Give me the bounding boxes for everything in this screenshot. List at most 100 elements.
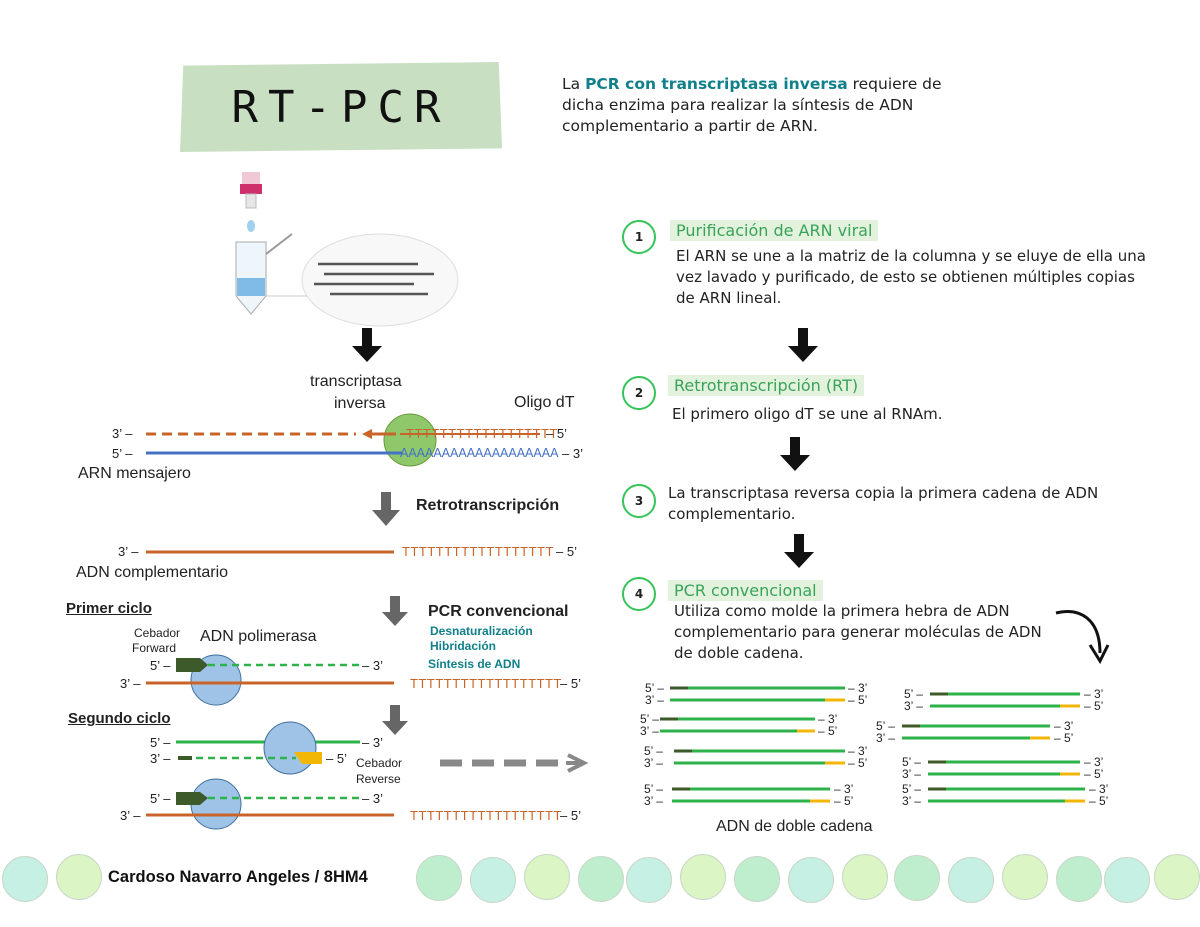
step-down-arrow-icon xyxy=(788,328,818,362)
step-2-number: 2 xyxy=(622,376,656,410)
dna2-e5: – 5’ xyxy=(818,724,838,738)
label-end3: – 3’ xyxy=(562,446,583,461)
intro-suffix: requiere de dicha enzima para realizar l… xyxy=(562,75,942,135)
dna3-e5: – 5’ xyxy=(848,756,868,770)
dna3-5p: 5’ – xyxy=(644,744,663,758)
cdna-poly-t-label: TTTTTTTTTTTTTTTTTT xyxy=(402,544,554,559)
dna8-3p: 3’ – xyxy=(902,794,921,808)
poly-a-label: AAAAAAAAAAAAAAAAAAA xyxy=(400,446,559,460)
dna6-e3: – 3’ xyxy=(1054,719,1074,733)
c2a-3prime-label: 3’ – xyxy=(150,751,171,766)
dna6-5p: 5’ – xyxy=(876,719,895,733)
c2b-3prime-label: 3’ – xyxy=(120,808,141,823)
adn-doble-cadena-label: ADN de doble cadena xyxy=(716,818,873,835)
label-3prime: 3’ – xyxy=(112,426,133,441)
retrotranscripcion-label: Retrotranscripción xyxy=(416,497,560,514)
dna8-5p: 5’ – xyxy=(902,782,921,796)
decor-dot xyxy=(524,854,570,900)
adn-polimerasa-label: ADN polimerasa xyxy=(200,628,317,645)
c1-5prime-label: 5’ – xyxy=(150,658,171,673)
decor-dot xyxy=(416,855,462,901)
dna4-e5: – 5’ xyxy=(834,794,854,808)
down-arrow-icon xyxy=(352,328,382,362)
intro-prefix: La xyxy=(562,75,586,93)
strand-drawing xyxy=(146,413,589,830)
c2b-end3-label: – 3’ xyxy=(362,791,383,806)
segundo-ciclo-label: Segundo ciclo xyxy=(68,710,171,727)
intro-highlight: PCR con transcriptasa inversa xyxy=(585,75,848,93)
dna5-5p: 5’ – xyxy=(904,687,923,701)
c2a-5prime-label: 5’ – xyxy=(150,735,171,750)
adn-complementario-label: ADN complementario xyxy=(76,564,229,581)
dna5-e3: – 3’ xyxy=(1084,687,1104,701)
dna1-e3: – 3’ xyxy=(848,681,868,695)
decor-dot xyxy=(470,857,516,903)
c2b-end5-label: – 5’ xyxy=(560,808,581,823)
step-3-number: 3 xyxy=(622,484,656,518)
c2b-poly-t-label: TTTTTTTTTTTTTTTTTT xyxy=(410,808,562,823)
arn-mensajero-label: ARN mensajero xyxy=(78,465,191,482)
dna7-3p: 3’ – xyxy=(902,767,921,781)
inversa-label: inversa xyxy=(334,395,386,412)
step-4-number: 4 xyxy=(622,577,656,611)
dna4-3p: 3’ – xyxy=(644,794,663,808)
step-1-text: El ARN se une a la matriz de la columna … xyxy=(676,247,1146,307)
decor-dot xyxy=(626,857,672,903)
decor-dot xyxy=(1104,857,1150,903)
double-strand-dna xyxy=(660,686,1085,803)
pcr-convencional-label: PCR convencional xyxy=(428,603,569,620)
decor-dot xyxy=(680,854,726,900)
step-4-text: Utiliza como molde la primera hebra de A… xyxy=(674,602,1042,662)
dna5-e5: – 5’ xyxy=(1084,699,1104,713)
cdna-end5-label: – 5’ xyxy=(556,544,577,559)
cebador-reverse-label-2: Reverse xyxy=(356,772,401,786)
c2a-end5-label: – 5’ xyxy=(326,751,347,766)
cebador-forward-label-2: Forward xyxy=(132,641,177,655)
down-arrow-icon xyxy=(382,596,408,626)
dna6-e5: – 5’ xyxy=(1054,731,1074,745)
label-end5: – 5’ xyxy=(546,426,567,441)
step-4-title: PCR convencional xyxy=(668,580,823,601)
intro-text: La PCR con transcriptasa inversa requier… xyxy=(562,74,962,137)
decor-dot xyxy=(56,854,102,900)
c2a-end3-label: – 3’ xyxy=(362,735,383,750)
step-down-arrow-icon xyxy=(780,437,810,471)
decor-dot xyxy=(1154,854,1200,900)
dna2-5p: 5’ – xyxy=(640,712,659,726)
down-arrow-icon xyxy=(382,705,408,735)
sintesis-label: Síntesis de ADN xyxy=(428,657,521,671)
label-5prime: 5’ – xyxy=(112,446,133,461)
step-2-title: Retrotranscripción (RT) xyxy=(668,375,865,396)
dna1-e5: – 5’ xyxy=(848,693,868,707)
page-title: RT-PCR xyxy=(231,81,451,133)
cebador-forward-label-1: Cebador xyxy=(134,626,181,640)
dna3-3p: 3’ – xyxy=(644,756,663,770)
c1-poly-t-label: TTTTTTTTTTTTTTTTTT xyxy=(410,676,562,691)
step-3-text: La transcriptasa reversa copia la primer… xyxy=(668,484,1099,523)
dna2-3p: 3’ – xyxy=(640,724,659,738)
desnaturalizacion-label: Desnaturalización xyxy=(430,624,533,638)
dna1-3p: 3’ – xyxy=(645,693,664,707)
dna6-3p: 3’ – xyxy=(876,731,895,745)
poly-t-label: TTTTTTTTTTTTTTTTTT xyxy=(406,426,558,441)
decor-dot xyxy=(788,857,834,903)
title-tape xyxy=(180,62,502,152)
dna4-5p: 5’ – xyxy=(644,782,663,796)
author-name: Cardoso Navarro Angeles / 8HM4 xyxy=(108,868,368,886)
curved-arrow-icon xyxy=(1055,610,1110,665)
transcriptasa-label: transcriptasa xyxy=(310,373,402,390)
cdna-3prime-label: 3’ – xyxy=(118,544,139,559)
step-1-title: Purificación de ARN viral xyxy=(670,220,879,241)
decor-dot xyxy=(1056,856,1102,902)
primer-ciclo-label: Primer ciclo xyxy=(66,600,152,617)
dna7-e5: – 5’ xyxy=(1084,767,1104,781)
c1-end5-label: – 5’ xyxy=(560,676,581,691)
dna2-e3: – 3’ xyxy=(818,712,838,726)
decor-dot xyxy=(2,856,48,902)
hibridacion-label: Hibridación xyxy=(430,639,497,653)
decor-dot xyxy=(842,854,888,900)
step-2-text: El primero oligo dT se une al RNAm. xyxy=(672,405,943,423)
decor-dot xyxy=(734,856,780,902)
dna4-e3: – 3’ xyxy=(834,782,854,796)
c1-end3-label: – 3’ xyxy=(362,658,383,673)
